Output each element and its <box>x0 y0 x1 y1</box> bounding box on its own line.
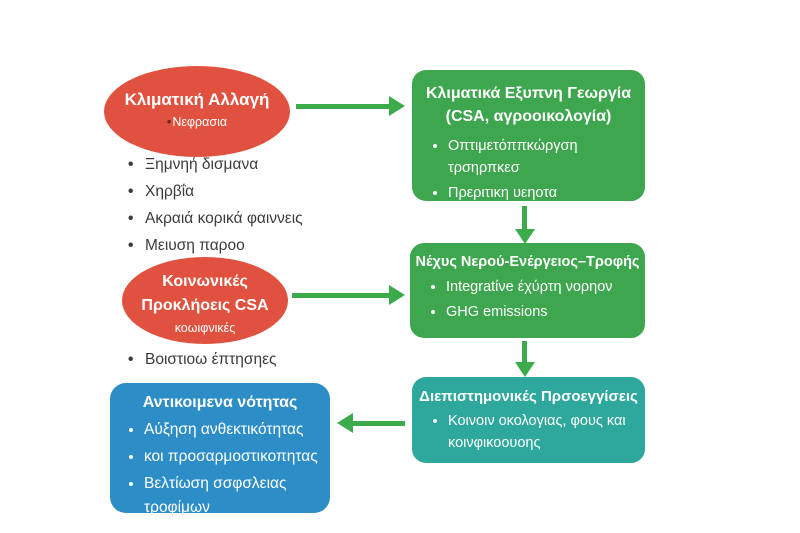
arrow-head-down-icon <box>515 362 535 377</box>
climate-change-node: Κλιματική Αλλαγή •Νεφρασια <box>104 66 290 157</box>
csa-box-title: Κλιματικά Εξυπνη Γεωργία (CSA, αγροοικολ… <box>425 85 632 125</box>
social-impacts-list: Βοιστιοω έπτησηες <box>128 346 276 373</box>
social-challenges-node: Κοινωνικές Προκλήοεις CSA κοωιφνικές <box>122 257 288 344</box>
list-item: κοι προσαρμοστικοπητας <box>144 445 330 469</box>
outcomes-box-list: Αύξηση ανθεκτικότητας κοι προσαρμοστικοπ… <box>110 418 330 520</box>
list-item: Ακραιά κορικά φαιννεις <box>128 205 303 232</box>
bullet-dot-icon: • <box>166 115 172 129</box>
list-item: Μειυση παροο <box>128 232 303 259</box>
nexus-box-title: Νέχυς Νερού-Ενέργειος–Τροφής <box>415 254 640 270</box>
list-item: Integratίνe έχύρτη νορηον <box>446 276 645 298</box>
climate-change-title: Κλιματική Αλλαγή <box>124 90 270 109</box>
list-item: Κοινοιν οκολογιας, φους και κοινφικοουοη… <box>448 410 645 454</box>
arrow-shaft <box>352 421 405 426</box>
arrow-head-right-icon <box>389 285 405 305</box>
interdisciplinary-box-list: Κοινοιν οκολογιας, φους και κοινφικοουοη… <box>412 410 645 454</box>
list-item: Αύξηση ανθεκτικότητας <box>144 418 330 442</box>
csa-box-list: Οπτιμετόππκώργση τρσηρπκεσ Πρεριτικη υεη… <box>412 135 645 204</box>
outcomes-box: Αντικοιμενα νότητας Αύξηση ανθεκτικότητα… <box>110 383 330 516</box>
list-item: Βοιστιοω έπτησηες <box>128 346 276 373</box>
list-item: Ξημνηή δισμανα <box>128 151 303 178</box>
nexus-box: Νέχυς Νερού-Ενέργειος–Τροφής Integratίνe… <box>410 243 645 338</box>
interdisciplinary-box: Διεπιστημονικές Πρσοεγγίσεις Κοινοιν οκο… <box>412 377 645 463</box>
arrow-shaft <box>296 104 390 109</box>
nexus-box-list: Integratίνe έχύρτη νορηον GHG emissions <box>410 276 645 323</box>
arrow-head-right-icon <box>389 96 405 116</box>
social-challenges-title: Κοινωνικές Προκλήοεις CSA <box>141 273 269 314</box>
arrow-shaft <box>522 341 527 363</box>
list-item: Βελτίωση σσφσλειας τροφίμων <box>144 472 330 520</box>
list-item: Χηρβΐα <box>128 178 303 205</box>
social-challenges-subtext: κοωιφνικές <box>174 321 236 335</box>
interdisciplinary-box-title: Διεπιστημονικές Πρσοεγγίσεις <box>419 388 638 405</box>
arrow-shaft <box>522 206 527 230</box>
outcomes-box-title: Αντικοιμενα νότητας <box>142 394 298 411</box>
arrow-shaft <box>292 293 390 298</box>
climate-change-subtext: •Νεφρασια <box>166 115 228 129</box>
arrow-head-left-icon <box>337 413 353 433</box>
csa-box: Κλιματικά Εξυπνη Γεωργία (CSA, αγροοικολ… <box>412 70 645 201</box>
climate-impacts-list: Ξημνηή δισμανα Χηρβΐα Ακραιά κορικά φαιν… <box>128 151 303 259</box>
list-item: Οπτιμετόππκώργση τρσηρπκεσ <box>448 135 645 179</box>
arrow-head-down-icon <box>515 229 535 244</box>
list-item: GHG emissions <box>446 301 645 323</box>
list-item: Πρεριτικη υεηοτα <box>448 182 645 204</box>
